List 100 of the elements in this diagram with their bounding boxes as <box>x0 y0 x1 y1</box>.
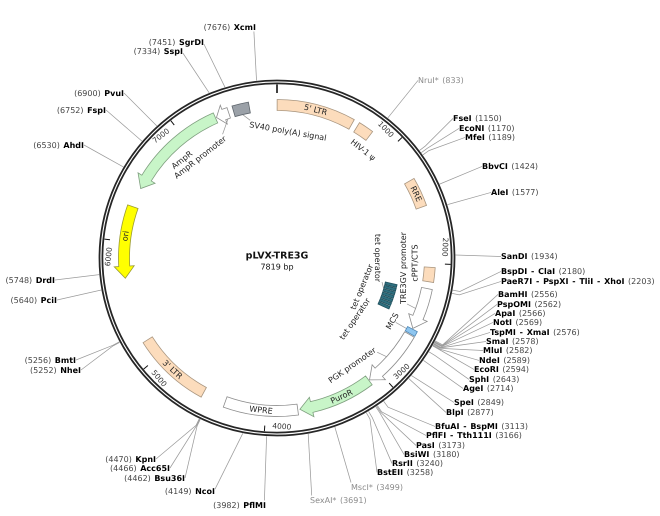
restriction-site-label: SpeI (2849) <box>454 398 504 406</box>
leader-line <box>376 406 416 446</box>
leader-line <box>395 322 407 329</box>
leader-line <box>452 281 502 296</box>
restriction-site-label: BlpI (2877) <box>446 408 494 416</box>
restriction-site-label: ApaI (2566) <box>495 308 546 318</box>
leader-line <box>434 322 494 348</box>
feature-box <box>142 336 207 398</box>
restriction-site-label: (7334) SspI <box>134 46 183 56</box>
leader-line <box>376 352 387 358</box>
restriction-site-label: NruI* (833) <box>418 76 464 84</box>
leader-line <box>434 304 498 346</box>
restriction-site-label: BbvCI (1424) <box>482 162 538 170</box>
restriction-site-label: (5748) DrdI <box>6 276 55 284</box>
restriction-site-label: AgeI (2714) <box>463 384 514 392</box>
restriction-site-label: FseI (1150) <box>453 114 502 122</box>
leader-line <box>124 92 158 126</box>
leader-line <box>254 31 257 81</box>
feature-label: SV40 poly(A) signal <box>248 120 328 142</box>
restriction-site-label: PaeR7I - PspXI - TliI - XhoI (2203) <box>501 276 655 286</box>
restriction-site-label: EcoNI (1170) <box>459 124 515 132</box>
leader-line <box>433 344 484 351</box>
leader-line <box>375 406 404 455</box>
operator-block <box>378 282 398 310</box>
restriction-site-label: NotI (2569) <box>493 318 542 326</box>
leader-line <box>433 332 490 348</box>
leader-line <box>170 418 200 468</box>
leader-line <box>422 137 466 156</box>
feature-label: RRE <box>408 184 424 204</box>
feature-label: cPPT/CTS <box>410 244 420 282</box>
restriction-site-label: RsrII (3240) <box>392 458 443 468</box>
leader-line <box>434 313 496 347</box>
leader-line <box>433 341 486 348</box>
leader-line <box>368 410 392 464</box>
restriction-site-label: (4462) Bsu36I <box>124 474 185 482</box>
restriction-site-label: (7451) SgrDI <box>148 38 204 46</box>
restriction-site-label: SmaI (2578) <box>486 336 539 346</box>
leader-line <box>308 433 312 496</box>
directional-feature <box>216 104 231 124</box>
leader-line <box>56 290 102 300</box>
feature-box <box>232 102 251 117</box>
leader-line <box>366 412 378 473</box>
restriction-site-label: MscI* (3499) <box>351 482 403 492</box>
restriction-site-label: (6530) AhdI <box>33 140 84 150</box>
feature-label: WPRE <box>248 404 274 416</box>
leader-line <box>432 344 480 361</box>
leader-line <box>242 114 251 121</box>
restriction-site-label: SexAI* (3691) <box>310 496 367 504</box>
restriction-site-label: (6752) FspI <box>56 106 106 114</box>
restriction-site-label: (5252) NheI <box>30 366 81 374</box>
leader-line <box>222 118 228 135</box>
restriction-site-label: SphI (2643) <box>469 374 520 384</box>
plasmid-name: pLVX-TRE3G <box>246 250 308 262</box>
restriction-site-label: PflFI - Tth111I (3166) <box>426 430 522 440</box>
directional-feature <box>408 287 433 329</box>
restriction-site-label: (6900) PvuI <box>74 88 124 98</box>
plasmid-size: 7819 bp <box>260 262 294 272</box>
restriction-site-label: PasI (3173) <box>416 440 465 450</box>
feature-label: 5' LTR <box>303 102 328 118</box>
leader-line <box>377 405 426 436</box>
leader-line <box>420 128 460 154</box>
directional-feature <box>114 204 138 279</box>
restriction-site-label: BamHI (2556) <box>498 290 558 298</box>
leader-line <box>84 144 124 168</box>
leader-line <box>54 274 100 280</box>
restriction-site-label: BstEII (3258) <box>377 468 434 476</box>
feature-box <box>404 178 427 210</box>
feature-box <box>422 266 436 283</box>
leader-line <box>411 375 454 403</box>
restriction-site-label: BsiWI (3180) <box>404 450 460 458</box>
leader-line <box>423 360 464 389</box>
leader-line <box>408 378 446 413</box>
feature-label: tet operator <box>374 234 382 282</box>
restriction-site-label: (4470) KpnI <box>105 454 156 464</box>
leader-line <box>334 426 352 483</box>
restriction-site-label: (3982) PflMI <box>213 500 266 510</box>
restriction-site-label: (4149) NcoI <box>164 486 215 496</box>
feature-box <box>404 326 418 337</box>
leader-line <box>439 166 482 184</box>
feature-label: TRE3GV promoter <box>398 232 408 304</box>
leader-line <box>447 192 492 205</box>
leader-line <box>156 418 200 460</box>
leader-line <box>452 271 502 292</box>
restriction-site-label: TspMI - XmaI (2576) <box>490 328 580 336</box>
restriction-site-label: NdeI (2589) <box>479 356 530 364</box>
leader-line <box>387 80 418 118</box>
restriction-site-label: (4466) Acc65I <box>110 464 170 472</box>
leader-line <box>204 44 226 88</box>
feature-label: ori <box>120 230 131 242</box>
leader-line <box>406 304 416 309</box>
leader-line <box>182 52 210 94</box>
restriction-site-label: PspOMI (2562) <box>497 300 562 308</box>
leader-line <box>264 436 267 501</box>
leader-line <box>80 342 120 370</box>
leader-line <box>419 118 454 151</box>
leader-line <box>455 254 502 257</box>
restriction-site-label: MfeI (1189) <box>465 132 515 142</box>
restriction-site-label: MluI (2582) <box>483 346 533 354</box>
restriction-site-label: SanDI (1934) <box>501 252 558 260</box>
restriction-site-label: BfuAI - BspMI (3113) <box>435 422 528 430</box>
